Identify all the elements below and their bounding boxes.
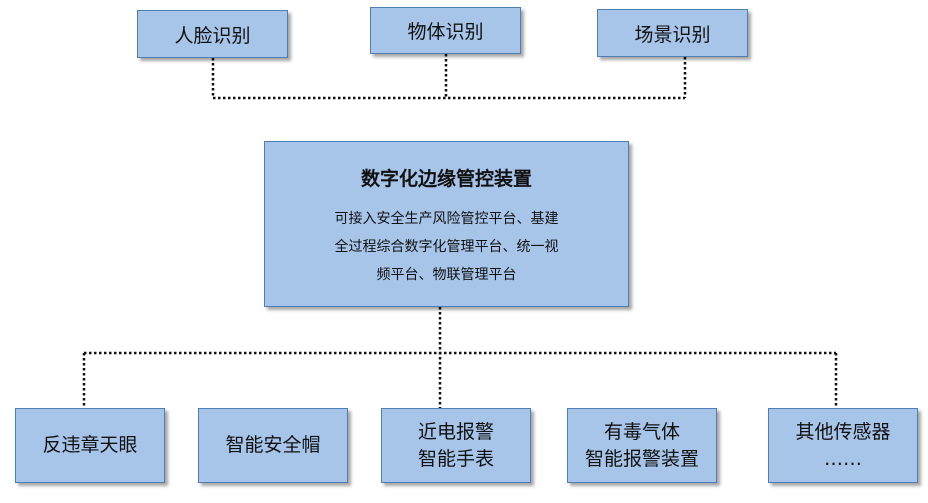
node-label-line: 有毒气体 [603,420,680,443]
node-label: 物体识别 [407,21,484,43]
node-label-line: …… [824,447,862,470]
center-title: 数字化边缘管控装置 [360,168,532,190]
center-desc-line: 全过程综合数字化管理平台、统一视 [334,239,559,255]
node-scene-recognition: 场景识别 [597,9,748,57]
node-other-sensors: 其他传感器 …… [768,408,918,483]
node-label-line: 智能手表 [417,447,494,470]
node-anti-violation-eye: 反违章天眼 [15,408,165,483]
node-label: 场景识别 [634,23,711,46]
center-description: 可接入安全生产风险管控平台、基建 全过程综合数字化管理平台、统一视 频平台、物联… [335,205,559,289]
center-desc-line: 可接入安全生产风险管控平台、基建 [334,211,559,227]
node-edge-control-device: 数字化边缘管控装置 可接入安全生产风险管控平台、基建 全过程综合数字化管理平台、… [264,141,629,307]
node-label-line: 近电报警 [417,420,494,443]
node-smart-helmet: 智能安全帽 [198,408,348,483]
center-desc-line: 频平台、物联管理平台 [376,267,517,283]
node-face-recognition: 人脸识别 [137,10,288,58]
node-label-line: 智能报警装置 [584,447,699,470]
node-label: 反违章天眼 [42,434,138,456]
node-label: 人脸识别 [174,24,251,47]
node-object-recognition: 物体识别 [370,7,521,54]
node-label: 智能安全帽 [225,434,321,456]
node-label-line: 其他传感器 [795,420,891,443]
node-toxic-gas-alarm: 有毒气体 智能报警装置 [567,408,717,483]
node-proximity-alarm-watch: 近电报警 智能手表 [381,408,531,483]
